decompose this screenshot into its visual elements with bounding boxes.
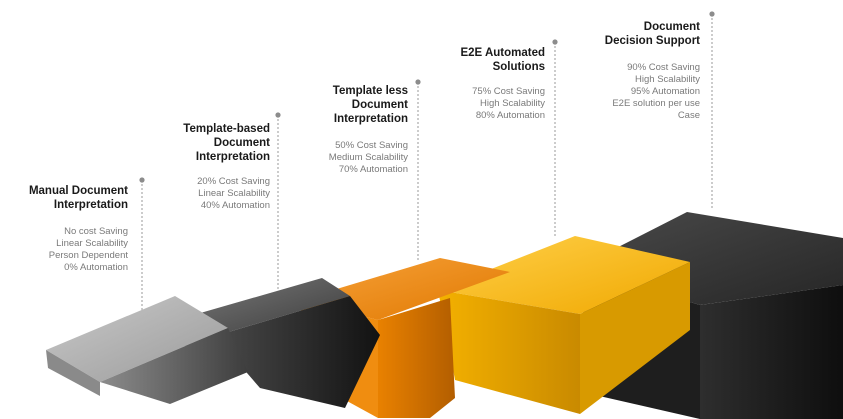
block-manual bbox=[46, 296, 248, 404]
connector-dot-5 bbox=[709, 11, 715, 17]
stage-details: 75% Cost Saving High Scalability 80% Aut… bbox=[472, 86, 545, 121]
connector-dot-3 bbox=[415, 79, 421, 85]
stage-label-e2e-automated: E2E Automated Solutions 75% Cost Saving … bbox=[430, 46, 545, 122]
stage-label-template-less: Template less Document Interpretation 50… bbox=[292, 84, 408, 176]
stage-details: 90% Cost Saving High Scalability 95% Aut… bbox=[612, 62, 700, 121]
stage-details: 50% Cost Saving Medium Scalability 70% A… bbox=[328, 140, 408, 175]
connector-dot-4 bbox=[552, 39, 558, 45]
connector-dot-2 bbox=[275, 112, 281, 118]
stage-details: 20% Cost Saving Linear Scalability 40% A… bbox=[197, 176, 270, 211]
stage-title: Template-based Document Interpretation bbox=[183, 123, 270, 163]
stage-title: E2E Automated Solutions bbox=[460, 47, 545, 73]
block-e2e-automated bbox=[438, 236, 690, 414]
stage-label-template-based: Template-based Document Interpretation 2… bbox=[150, 122, 270, 212]
stage-label-manual: Manual Document Interpretation No cost S… bbox=[4, 184, 128, 274]
stage-title: Template less Document Interpretation bbox=[332, 85, 408, 125]
connector-dot-1 bbox=[139, 177, 145, 183]
stage-details: No cost Saving Linear Scalability Person… bbox=[48, 226, 128, 273]
stage-title: Manual Document Interpretation bbox=[28, 185, 128, 211]
stage-label-decision-support: Document Decision Support 90% Cost Savin… bbox=[580, 20, 700, 122]
stage-title: Document Decision Support bbox=[604, 21, 700, 47]
